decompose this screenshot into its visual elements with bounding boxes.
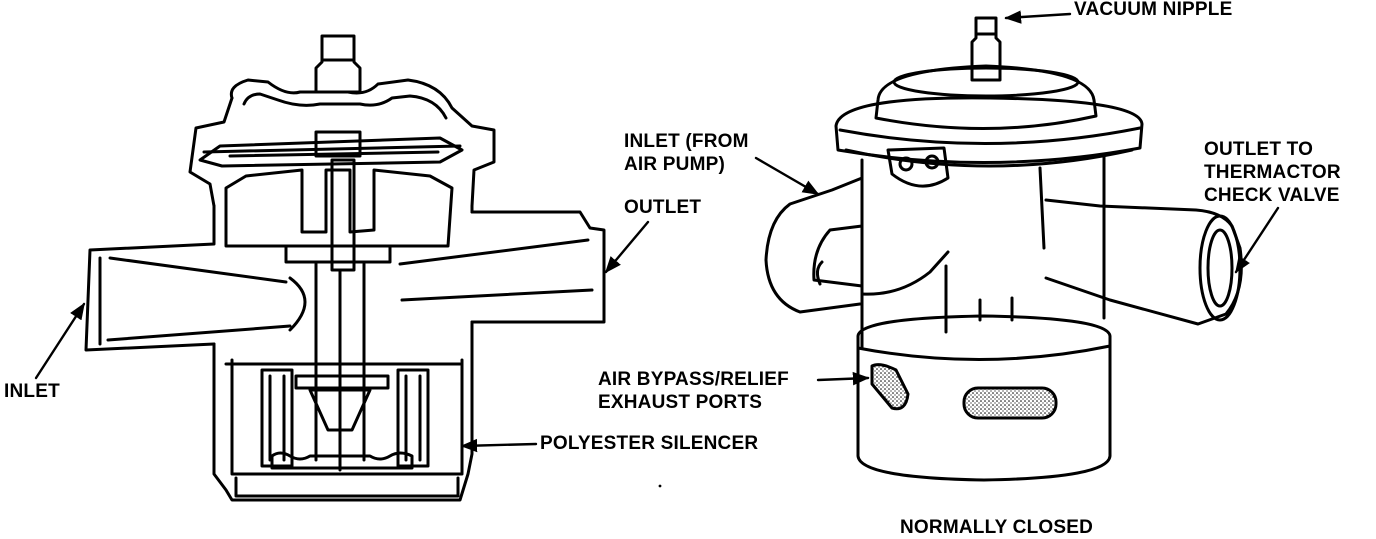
inlet-from-pump-label-line1: INLET (FROM	[624, 131, 749, 152]
caption: NORMALLY CLOSED	[900, 517, 1094, 538]
stray-dot	[658, 484, 662, 488]
leader-lines	[34, 10, 1280, 453]
outlet-to-label-line2: THERMACTOR	[1204, 162, 1341, 183]
vacuum-nipple-label: VACUUM NIPPLE	[1074, 0, 1233, 20]
bypass-label-line2: EXHAUST PORTS	[598, 392, 763, 413]
outlet-to-label-line1: OUTLET TO	[1204, 139, 1314, 160]
inlet-label: INLET	[4, 381, 60, 402]
cutaway-valve	[84, 34, 606, 502]
inlet-from-pump-label-line2: AIR PUMP)	[624, 154, 726, 175]
bypass-label-line1: AIR BYPASS/RELIEF	[598, 369, 789, 390]
exterior-valve	[764, 16, 1243, 482]
outlet-to-label-line3: CHECK VALVE	[1204, 185, 1340, 206]
silencer-label: POLYESTER SILENCER	[540, 433, 759, 454]
outlet-label: OUTLET	[624, 197, 702, 218]
